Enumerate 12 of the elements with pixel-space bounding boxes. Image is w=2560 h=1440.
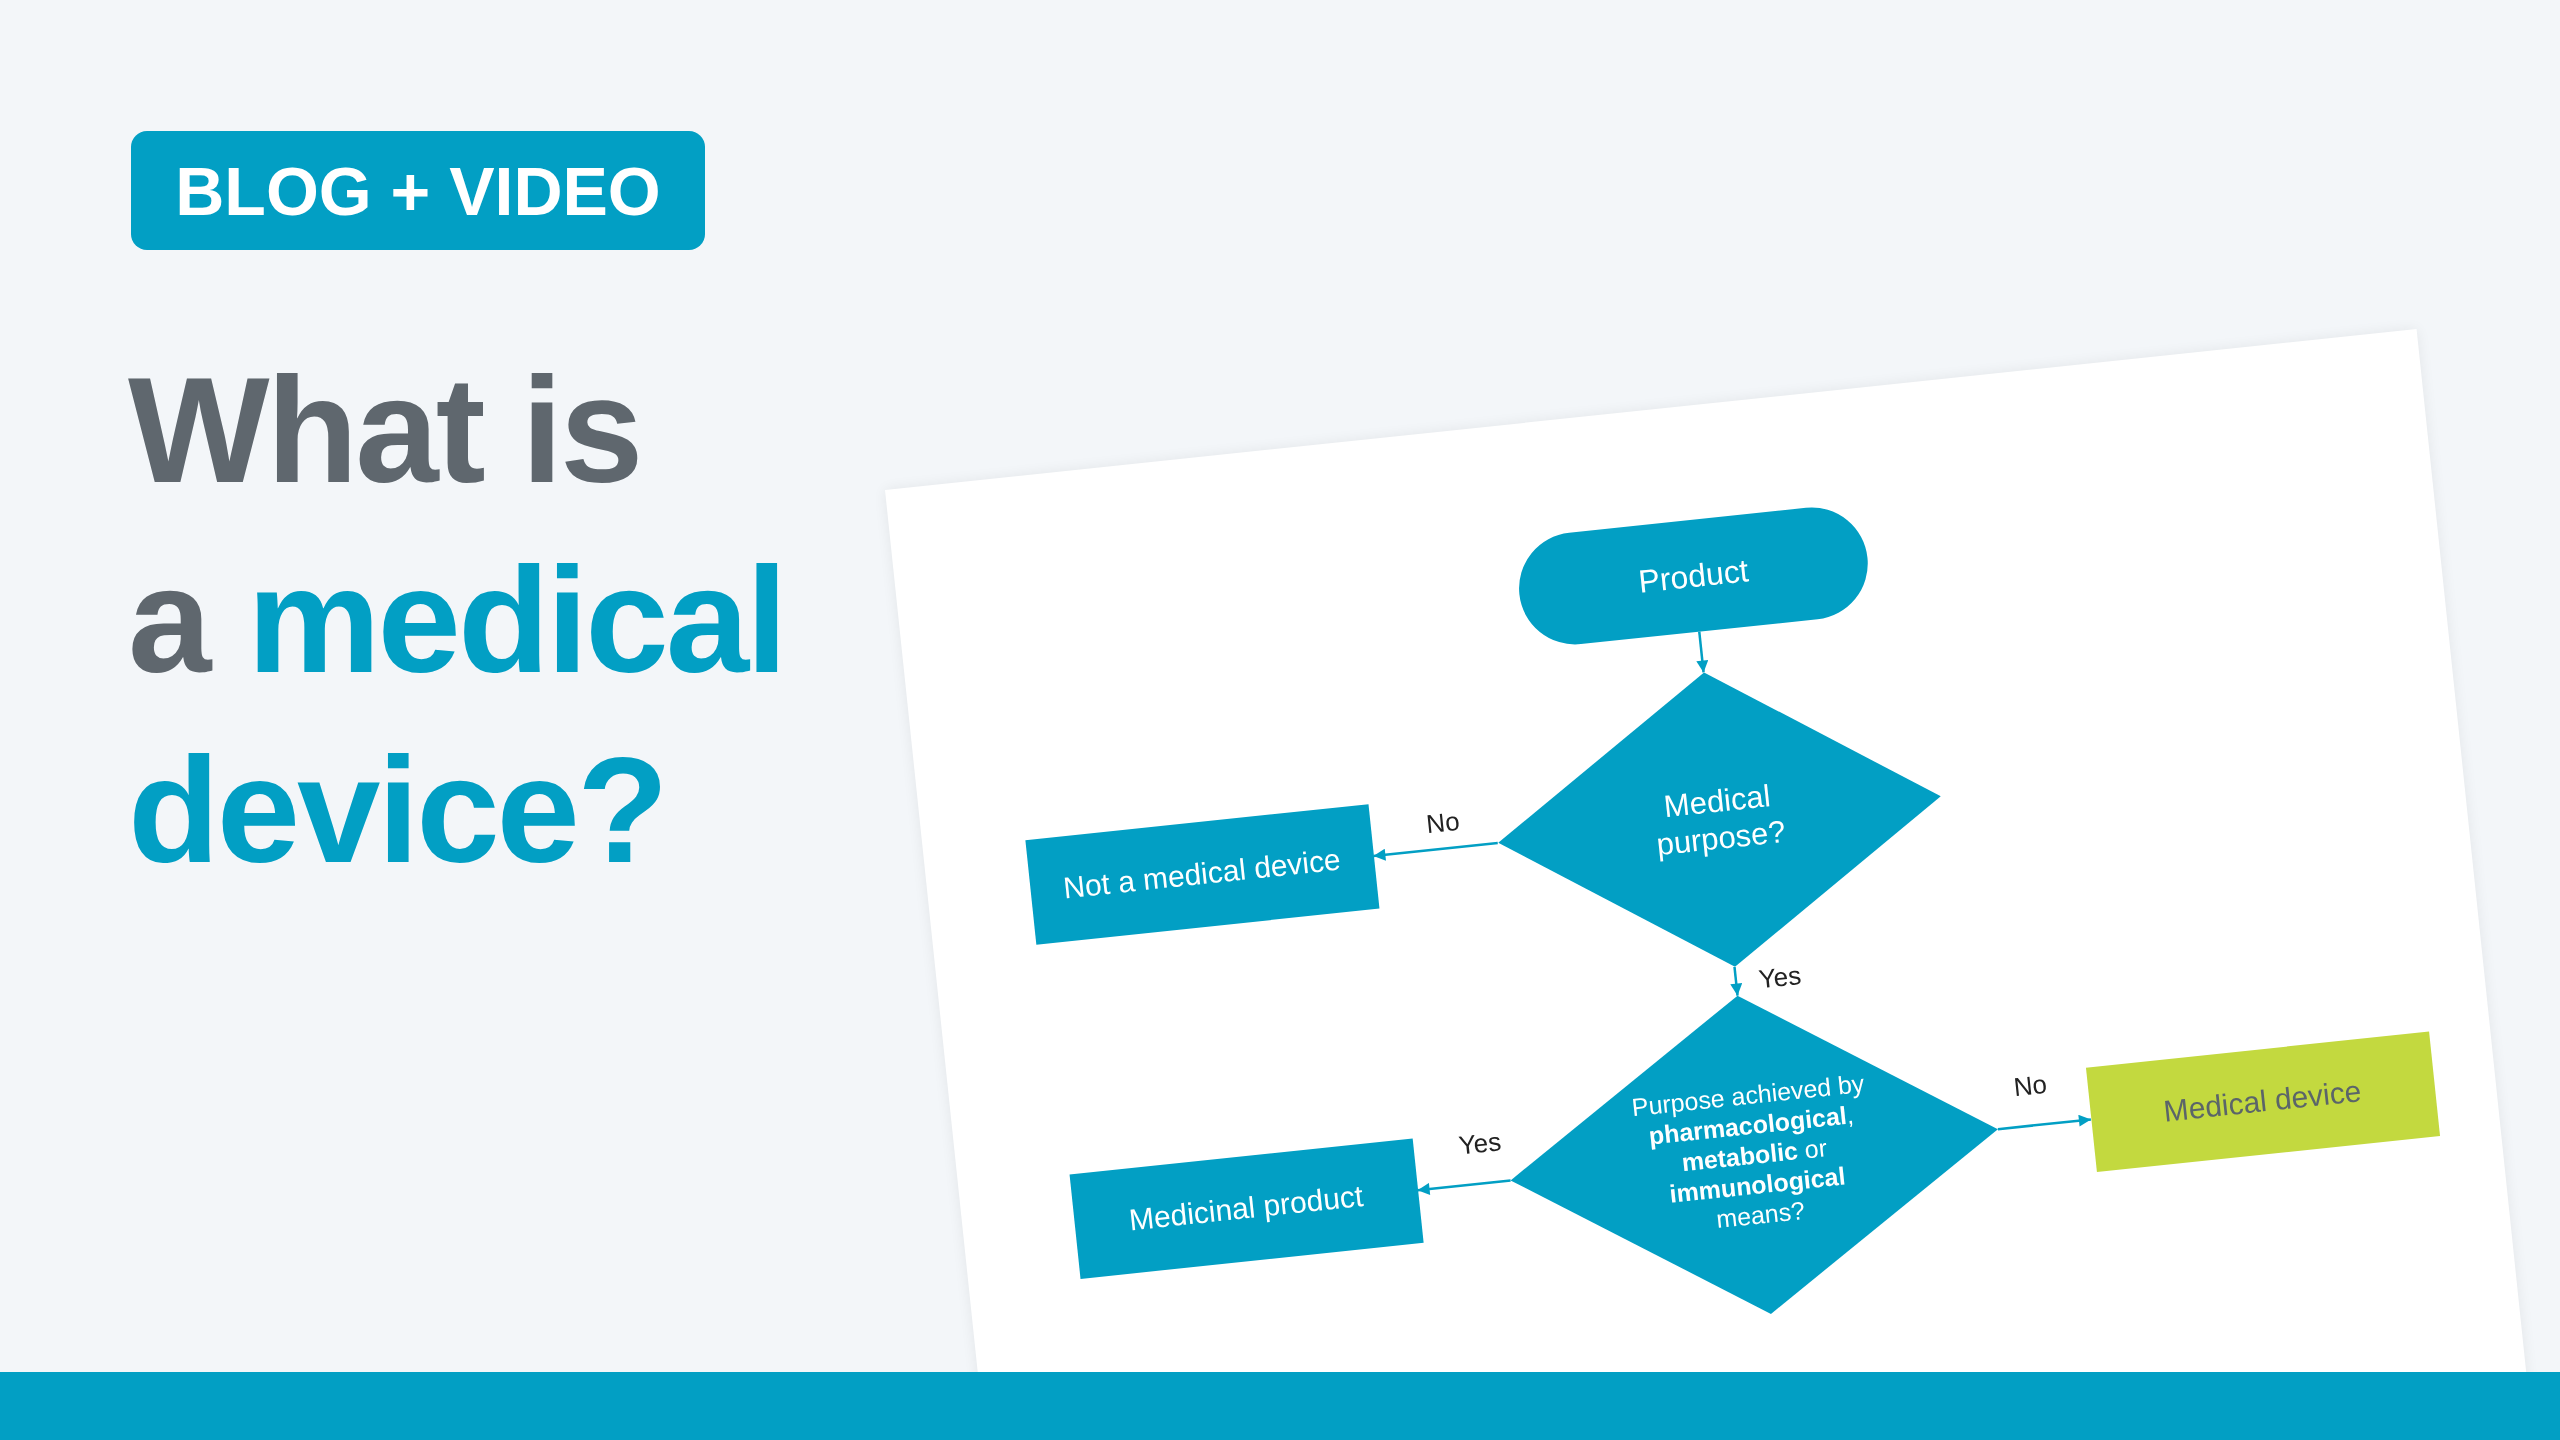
node-label: Not a medical device: [1061, 841, 1343, 907]
node-label: Medicinal product: [1127, 1178, 1365, 1239]
page-title: What is a medical device?: [128, 345, 785, 896]
node-label: Medical device: [2161, 1073, 2363, 1130]
node-label: Medical purpose?: [1653, 777, 1789, 865]
node-label: Product: [1636, 551, 1751, 601]
category-tag: BLOG + VIDEO: [131, 131, 705, 250]
arrow: [1373, 841, 1498, 861]
arrow: [1417, 1179, 1511, 1195]
arrow: [1696, 631, 1709, 673]
arrow: [1997, 1114, 2092, 1131]
arrow: [1730, 966, 1743, 996]
